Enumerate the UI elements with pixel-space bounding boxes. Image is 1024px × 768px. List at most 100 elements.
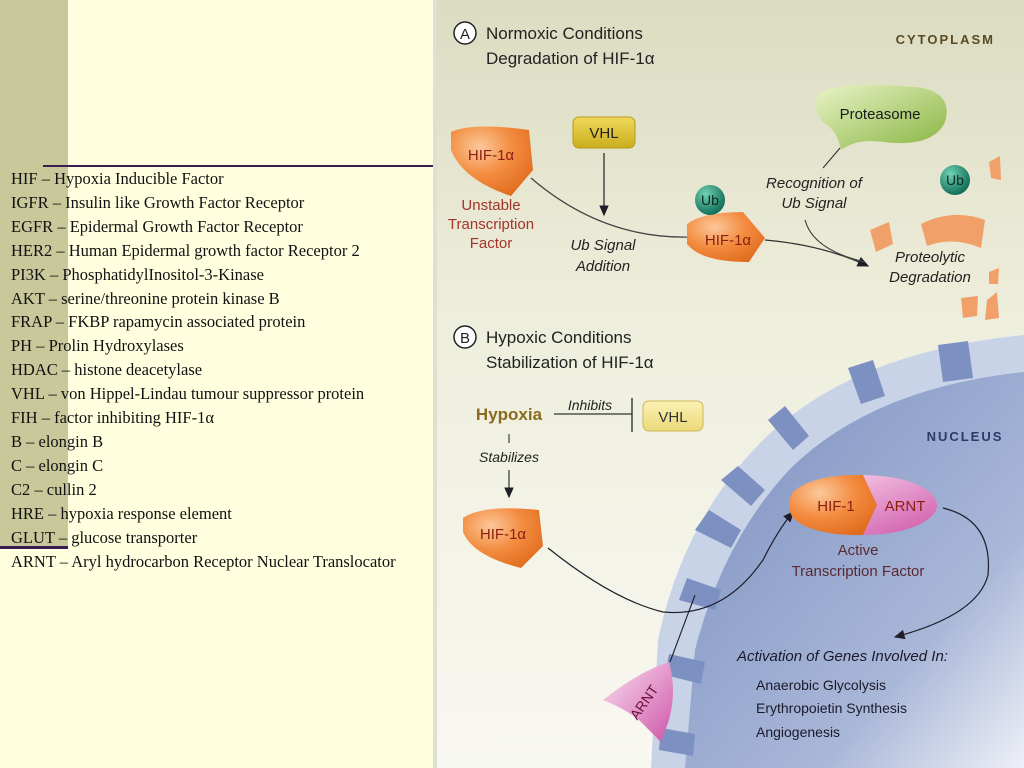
- unstable-label-line2: Transcription: [448, 216, 534, 233]
- glossary-abbr: FRAP: [11, 312, 52, 332]
- glossary-definition: histone deacetylase: [74, 360, 203, 380]
- nuclear-pore: [659, 728, 695, 756]
- degradation-arrow: [764, 239, 870, 267]
- nuclear-pore: [768, 406, 809, 450]
- glossary-definition: von Hippel-Lindau tumour suppressor prot…: [60, 384, 365, 404]
- panel-b-hypoxic: NUCLEUS B Hypoxic Conditions Stabilizati…: [453, 325, 1024, 768]
- protein-fragment: [989, 268, 999, 284]
- dash: –: [41, 408, 50, 428]
- recognition-line2: Ub Signal: [781, 195, 847, 212]
- nuclear-pore: [695, 510, 741, 548]
- stable-hif-label: HIF-1α: [480, 526, 527, 543]
- nuclear-pore: [679, 578, 721, 610]
- figure-border: [433, 0, 437, 768]
- glossary-definition: Hypoxia Inducible Factor: [54, 169, 224, 188]
- glossary-item: FRAP – FKBP rapamycin associated protein: [11, 310, 396, 334]
- dash: –: [48, 503, 57, 523]
- glossary-abbr: PH: [11, 336, 33, 356]
- hif-import-arrow: [547, 511, 794, 614]
- glossary-abbr: HER2: [11, 240, 53, 260]
- panel-a-badge: [453, 21, 477, 45]
- protein-fragment: [989, 156, 1001, 180]
- unstable-hif-shape: [451, 126, 533, 196]
- glossary-abbr: C: [11, 455, 23, 475]
- gene-activation-arrow: [893, 507, 990, 640]
- ub-ball-free: [940, 165, 970, 195]
- panel-a-title: Normoxic Conditions: [486, 24, 643, 43]
- tagged-hif-label: HIF-1α: [705, 232, 752, 249]
- activation-title: Activation of Genes Involved In:: [736, 648, 948, 665]
- glossary-definition: PhosphatidylInositol-3-Kinase: [62, 264, 264, 284]
- glossary-abbr: ARNT: [11, 551, 56, 571]
- protein-fragment: [961, 296, 978, 318]
- gene-item: Angiogenesis: [756, 724, 840, 740]
- unstable-label-line1: Unstable: [461, 197, 520, 214]
- ub-signal-line2: Addition: [575, 258, 630, 275]
- panel-b-letter: B: [460, 330, 470, 347]
- glossary-abbr: HRE: [11, 503, 44, 523]
- glossary-abbr: GLUT: [11, 527, 55, 547]
- glossary-definition: FKBP rapamycin associated protein: [68, 312, 306, 332]
- proteasome-shape: [815, 84, 947, 150]
- protein-fragment: [921, 214, 985, 248]
- vhl-box: [572, 116, 636, 149]
- glossary-item: AKT – serine/threonine protein kinase B: [11, 287, 396, 311]
- glossary-abbr: PI3K: [11, 264, 46, 284]
- glossary-abbr: HDAC: [11, 360, 58, 380]
- dash: –: [59, 551, 68, 571]
- panel-a-normoxic: A Normoxic Conditions Degradation of HIF…: [448, 21, 1001, 320]
- ub-addition-curve: [530, 177, 694, 238]
- degradation-line1: Proteolytic: [895, 249, 966, 266]
- cytoplasm-label: CYTOPLASM: [896, 32, 995, 47]
- glossary-item: PI3K – PhosphatidylInositol-3-Kinase: [11, 263, 396, 287]
- glossary-item: ARNT – Aryl hydrocarbon Receptor Nuclear…: [11, 550, 396, 574]
- inhibits-label: Inhibits: [568, 397, 612, 413]
- ub-signal-line1: Ub Signal: [570, 237, 636, 254]
- glossary-abbr: C2: [11, 479, 31, 499]
- dash: –: [56, 240, 65, 260]
- glossary-definition: elongin C: [38, 455, 104, 475]
- hif-pathway-figure: A Normoxic Conditions Degradation of HIF…: [433, 0, 1024, 768]
- nuclear-pore: [721, 466, 765, 506]
- degradation-line2: Degradation: [889, 269, 971, 286]
- glossary-item: HDAC – histone deacetylase: [11, 358, 396, 382]
- glossary-definition: Insulin like Growth Factor Receptor: [65, 192, 305, 212]
- glossary-definition: cullin 2: [46, 479, 97, 499]
- title-separator-line: [43, 165, 433, 167]
- proteasome-pointer: [822, 147, 841, 169]
- glossary-item: C2 – cullin 2: [11, 478, 396, 502]
- glossary-abbr: B: [11, 431, 23, 451]
- dash: –: [48, 384, 57, 404]
- glossary-item: HRE – hypoxia response element: [11, 502, 396, 526]
- panel-a-letter: A: [460, 26, 470, 43]
- unstable-label-line3: Factor: [470, 235, 513, 252]
- dash: –: [36, 336, 45, 356]
- glossary-abbr: HIF: [11, 169, 38, 188]
- stable-hif-shape: [463, 508, 543, 568]
- complex-hif-half: [789, 474, 877, 536]
- dash: –: [52, 192, 61, 212]
- gene-item: Erythropoietin Synthesis: [756, 700, 907, 716]
- vhl-box-inhibited: [642, 400, 704, 432]
- tagged-hif-shape: [687, 212, 765, 262]
- dash: –: [61, 360, 71, 380]
- glossary-definition: Aryl hydrocarbon Receptor Nuclear Transl…: [71, 551, 396, 571]
- complex-arnt-label: ARNT: [885, 498, 926, 515]
- dash: –: [58, 527, 68, 547]
- glossary-definition: Epidermal Growth Factor Receptor: [69, 216, 303, 236]
- arnt-arrow-line: [669, 594, 696, 663]
- protein-fragment: [985, 292, 999, 320]
- glossary-item: GLUT – glucose transporter: [11, 526, 396, 550]
- stabilizes-label: Stabilizes: [479, 449, 539, 465]
- glossary-item: EGFR – Epidermal Growth Factor Receptor: [11, 215, 396, 239]
- dash: –: [55, 312, 65, 332]
- dash: –: [57, 216, 66, 236]
- panel-b-subtitle: Stabilization of HIF-1α: [486, 353, 654, 372]
- glossary-abbr: VHL: [11, 384, 45, 404]
- glossary-item: VHL – von Hippel-Lindau tumour suppresso…: [11, 382, 396, 406]
- dash: –: [26, 455, 35, 475]
- dash: –: [48, 288, 57, 308]
- glossary-definition: serine/threonine protein kinase B: [61, 288, 280, 308]
- ub-free-label: Ub: [946, 172, 964, 188]
- active-label-line1: Active: [838, 542, 879, 559]
